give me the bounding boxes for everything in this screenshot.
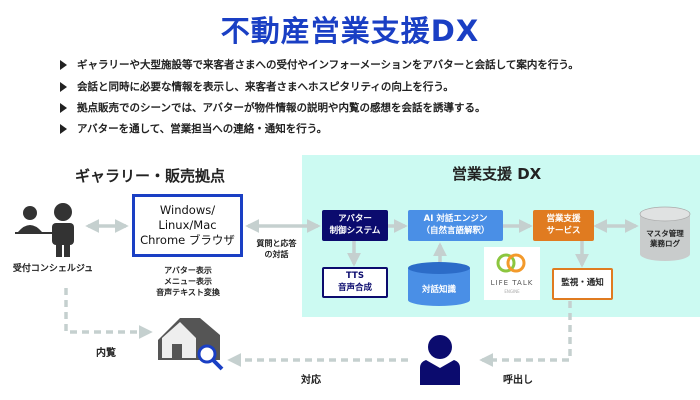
master-db-label: マスタ管理 業務ログ bbox=[646, 229, 684, 248]
dashed-call-arrow bbox=[479, 301, 572, 367]
bullet-text: 拠点販売でのシーンでは、アバターが物件情報の説明や内覧の感想を会話を誘導する。 bbox=[77, 102, 486, 114]
bullet-item: 拠点販売でのシーンでは、アバターが物件情報の説明や内覧の感想を会話を誘導する。 bbox=[60, 100, 486, 115]
knowledge-label: 対話知識 bbox=[421, 285, 456, 296]
avatar-control-box: アバター 制御システム bbox=[322, 210, 388, 241]
sales-person-icon bbox=[420, 335, 460, 385]
browser-functions-label: アバター表示 メニュー表示 音声テキスト変換 bbox=[156, 266, 220, 297]
tts-box: TTS 音声合成 bbox=[322, 267, 388, 298]
dashed-viewing-arrow bbox=[64, 288, 153, 339]
call-label: 呼出し bbox=[503, 375, 533, 386]
master-db-icon bbox=[639, 206, 691, 261]
sales-service-box: 営業支援 サービス bbox=[533, 210, 594, 241]
concierge-label: 受付コンシェルジュ bbox=[12, 264, 94, 274]
bullet-text: ギャラリーや大型施設等で来客者さまへの受付やインフォーメーションをアバターと会話… bbox=[77, 59, 579, 71]
bullet-item: 会話と同時に必要な情報を表示し、来客者さまへホスピタリティの向上を行う。 bbox=[60, 79, 454, 94]
respond-label: 対応 bbox=[301, 375, 321, 386]
triangle-bullet-icon bbox=[60, 102, 67, 113]
bullet-item: アバターを通して、営業担当への連絡・通知を行う。 bbox=[60, 121, 327, 136]
logo-text: LIFE TALK bbox=[490, 279, 534, 287]
gallery-heading: ギャラリー・販売拠点 bbox=[75, 167, 226, 185]
triangle-bullet-icon bbox=[60, 81, 67, 92]
dx-heading: 営業支援 DX bbox=[452, 165, 542, 183]
page-title: 不動産営業支援DX bbox=[220, 14, 480, 48]
concierge-icon bbox=[15, 203, 74, 257]
knowledge-db-icon bbox=[408, 262, 470, 306]
bullet-text: アバターを通して、営業担当への連絡・通知を行う。 bbox=[77, 123, 328, 135]
monitor-notify-box: 監視・通知 bbox=[552, 268, 613, 300]
triangle-bullet-icon bbox=[60, 59, 67, 70]
dialog-label: 質問と応答 の対話 bbox=[256, 239, 297, 259]
viewing-label: 内覧 bbox=[96, 348, 116, 359]
ai-engine-box: AI 対話エンジン （自然言語解釈） bbox=[408, 210, 503, 241]
logo-subtext: ENGINE bbox=[504, 289, 520, 294]
house-icon bbox=[158, 318, 224, 371]
bullet-item: ギャラリーや大型施設等で来客者さまへの受付やインフォーメーションをアバターと会話… bbox=[60, 57, 579, 72]
chrome-browser-box: Windows/ Linux/Mac Chrome ブラウザ bbox=[132, 194, 243, 257]
bullet-text: 会話と同時に必要な情報を表示し、来客者さまへホスピタリティの向上を行う。 bbox=[77, 81, 454, 93]
life-talk-logo bbox=[496, 253, 526, 273]
triangle-bullet-icon bbox=[60, 123, 67, 134]
